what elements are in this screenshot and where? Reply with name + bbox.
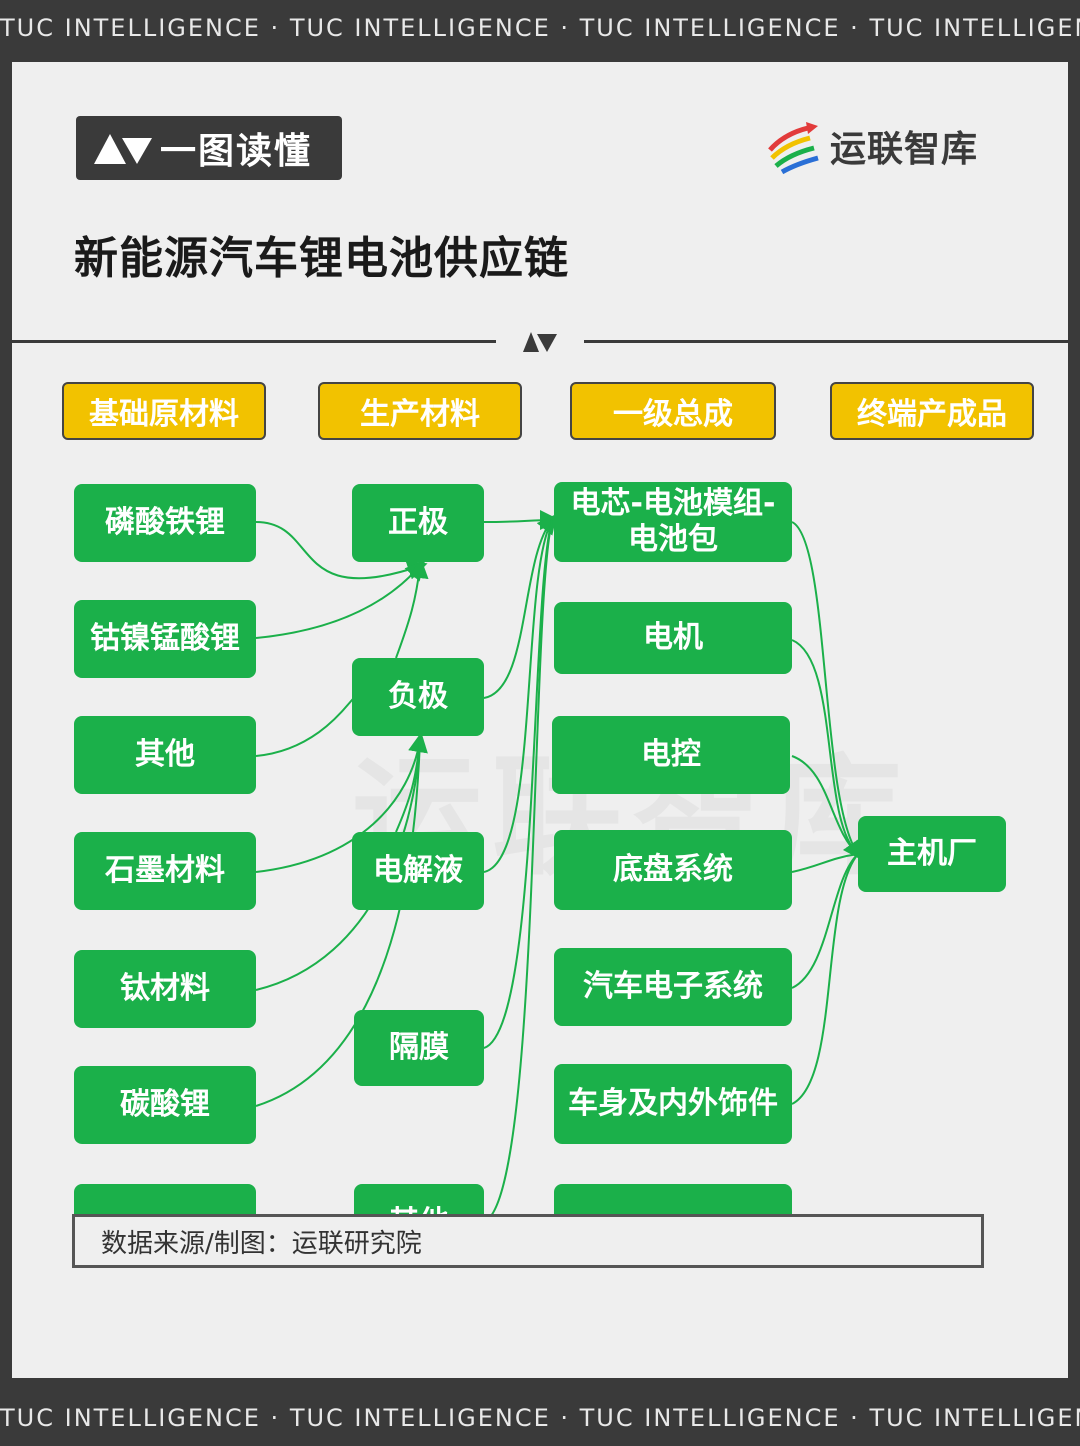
node-lithium-carbonate: 碳酸锂 <box>74 1066 256 1144</box>
link-electrolyte-cell <box>483 519 553 873</box>
node-ecu: 电控 <box>552 716 790 794</box>
link-other-cell <box>483 519 553 1223</box>
column-header-production-materials: 生产材料 <box>318 382 522 440</box>
link-motor-oem <box>791 639 859 855</box>
link-anode-cell <box>483 513 557 699</box>
node-anode: 负极 <box>352 658 484 736</box>
link-graphite-anode <box>255 732 428 873</box>
node-raw-other: 其他 <box>74 716 256 794</box>
link-ncm-cathode <box>255 560 426 639</box>
node-auto-electronics: 汽车电子系统 <box>554 948 792 1026</box>
node-cathode: 正极 <box>352 484 484 562</box>
node-electrolyte: 电解液 <box>352 832 484 910</box>
divider-triangles-icon <box>523 332 557 352</box>
column-header-assemblies: 一级总成 <box>570 382 776 440</box>
link-separator-cell <box>483 519 553 1049</box>
divider-right <box>584 340 1068 343</box>
node-chassis: 底盘系统 <box>554 830 792 910</box>
link-cell-oem <box>791 521 863 861</box>
brand-triangles-icon <box>94 134 152 164</box>
divider-left <box>12 340 496 343</box>
node-titanium: 钛材料 <box>74 950 256 1028</box>
page-title: 新能源汽车锂电池供应链 <box>74 233 569 284</box>
link-li2co3-anode <box>255 739 421 1107</box>
node-motor: 电机 <box>554 602 792 674</box>
node-body-trim: 车身及内外饰件 <box>554 1064 792 1144</box>
node-ncm: 钴镍锰酸锂 <box>74 600 256 678</box>
link-ecu-oem <box>791 755 859 855</box>
node-battery-pack: 电芯-电池模组-电池包 <box>554 482 792 562</box>
link-body-oem <box>791 853 859 1105</box>
link-cathode-cell <box>483 510 560 531</box>
link-other-anode <box>255 697 355 757</box>
node-separator: 隔膜 <box>354 1010 484 1086</box>
link-lfp-cathode <box>255 521 428 580</box>
column-header-end-products: 终端产成品 <box>830 382 1034 440</box>
top-banner: TUC INTELLIGENCE · TUC INTELLIGENCE · TU… <box>0 14 1080 42</box>
node-graphite: 石墨材料 <box>74 832 256 910</box>
rainbow-arrow-logo-icon <box>768 122 819 175</box>
link-anode-cathode <box>395 558 429 659</box>
link-electronics-oem <box>791 853 859 989</box>
link-chassis-oem <box>791 853 859 873</box>
node-oem: 主机厂 <box>858 816 1006 892</box>
data-source-note: 数据来源/制图：运联研究院 <box>72 1214 984 1268</box>
bottom-banner: TUC INTELLIGENCE · TUC INTELLIGENCE · TU… <box>0 1404 1080 1432</box>
read-at-a-glance-tag: 一图读懂 <box>76 116 342 180</box>
logo: 运联智库 <box>764 116 978 176</box>
tag-label: 一图读懂 <box>160 131 313 172</box>
node-lfp: 磷酸铁锂 <box>74 484 256 562</box>
column-header-raw-materials: 基础原材料 <box>62 382 266 440</box>
logo-text: 运联智库 <box>830 129 979 170</box>
